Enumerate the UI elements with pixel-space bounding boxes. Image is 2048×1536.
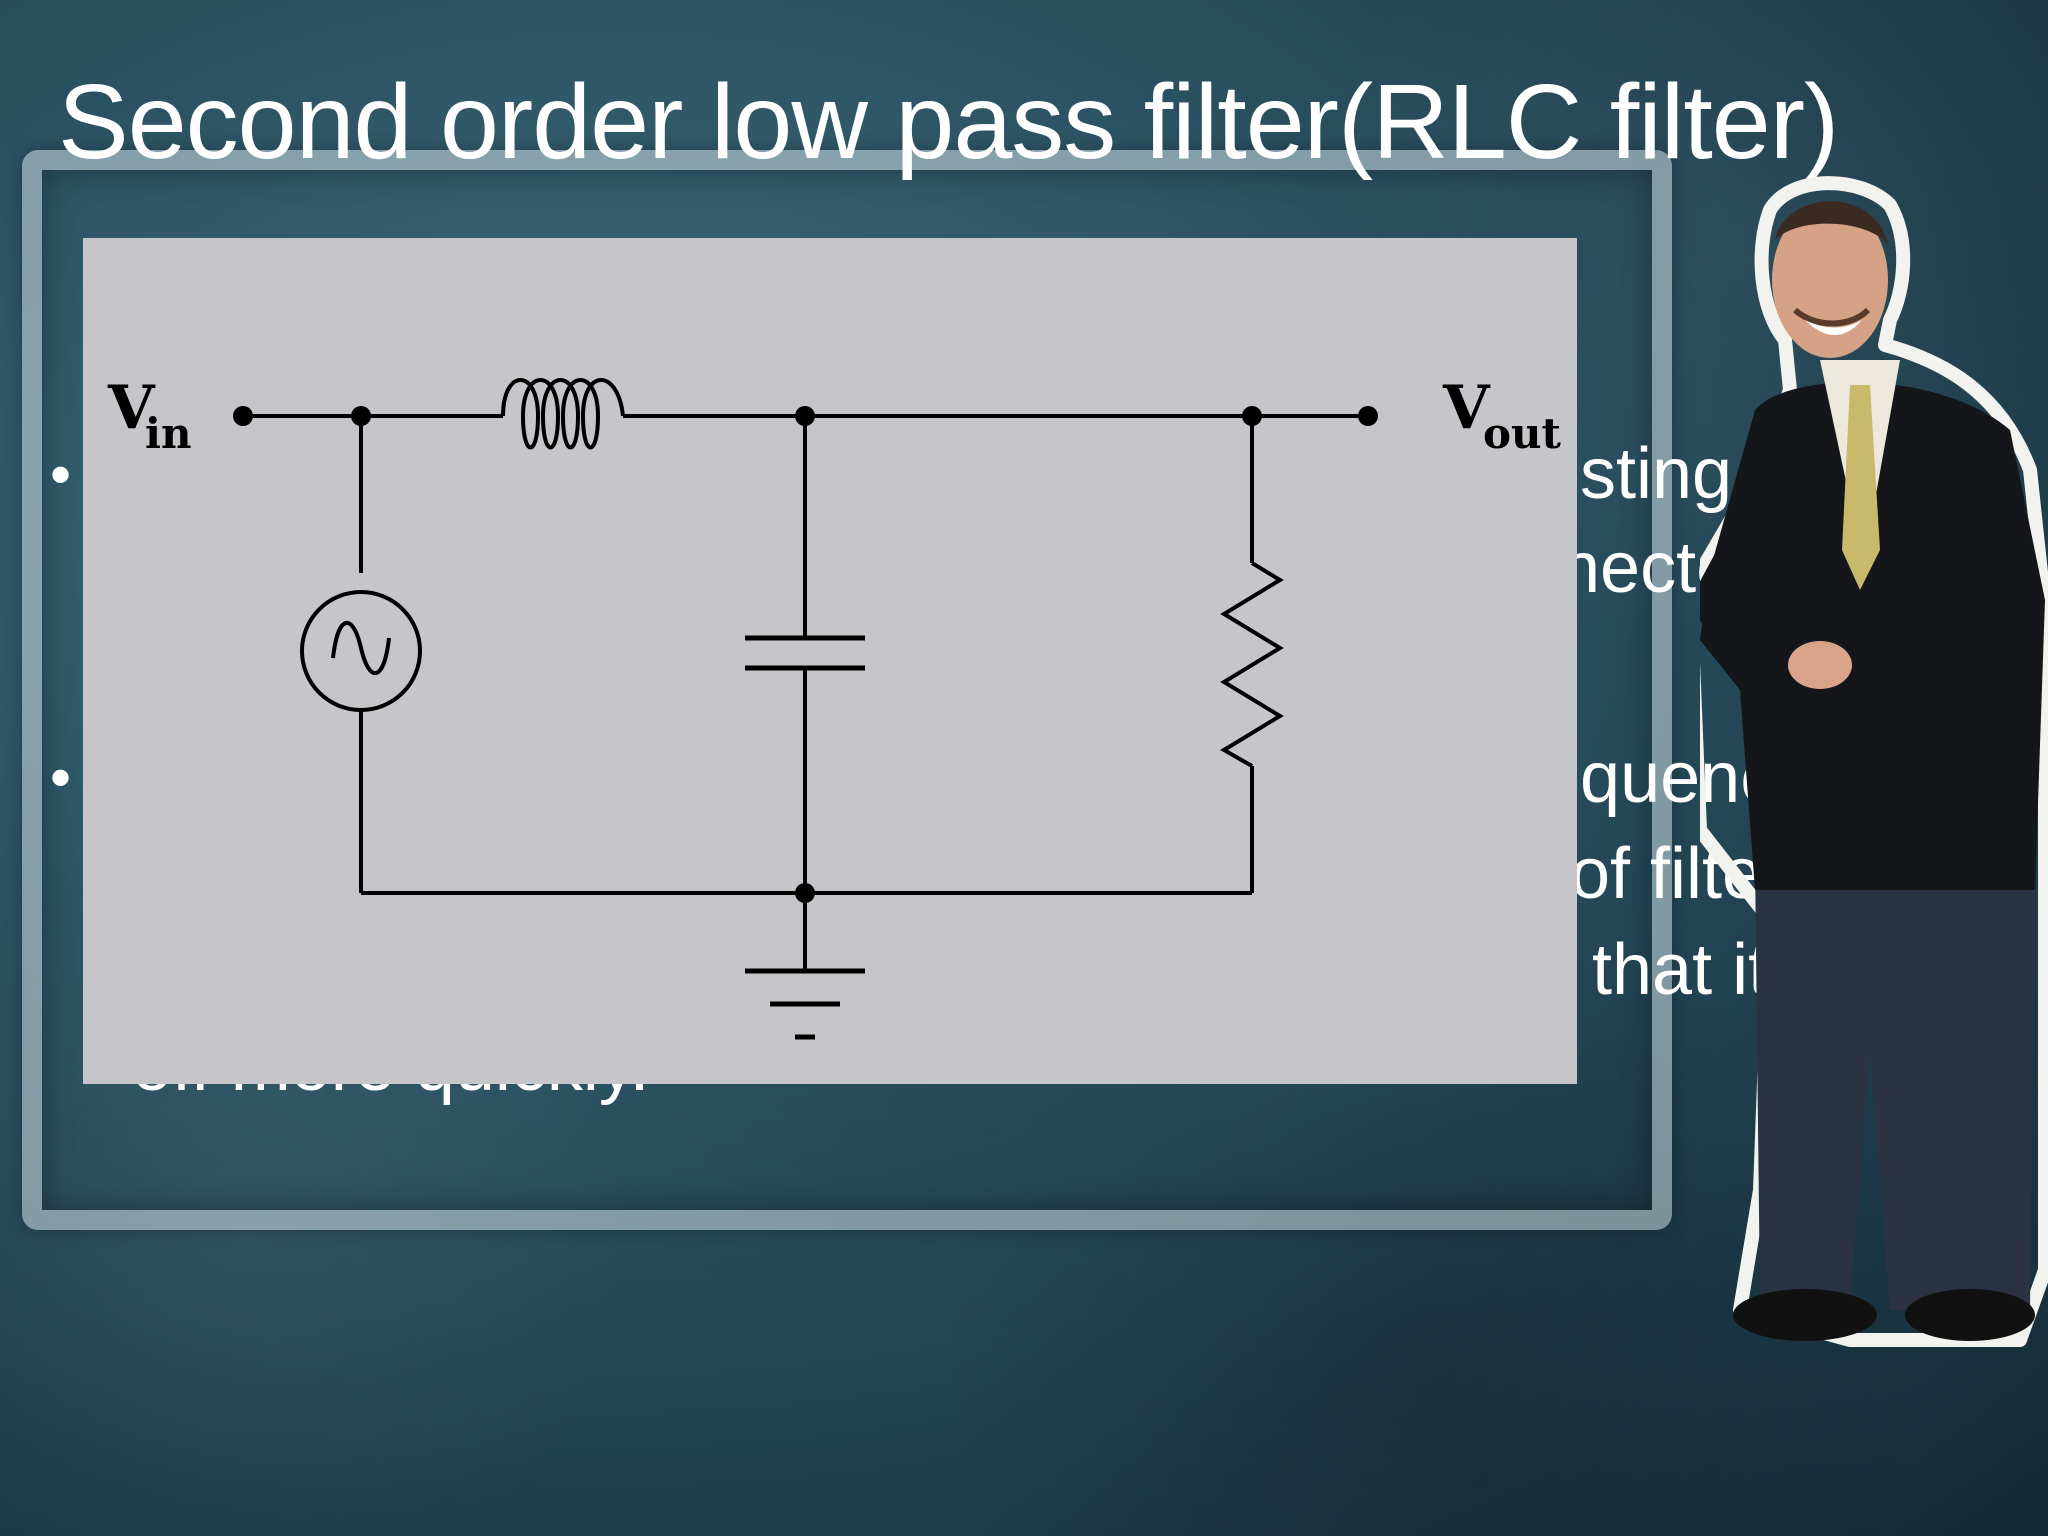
slide-title: Second order low pass filter(RLC filter)	[58, 63, 1839, 181]
vin-label: V	[107, 373, 156, 443]
chalkboard-frame	[22, 150, 1672, 1230]
node-2	[795, 406, 815, 426]
presenter-figure	[1700, 170, 2048, 1360]
vout-subscript: out	[1483, 409, 1562, 458]
node-1	[351, 406, 371, 426]
resistor-icon	[1220, 561, 1284, 768]
vout-label: V	[1442, 373, 1491, 443]
vin-subscript: in	[145, 409, 192, 458]
node-3	[1242, 406, 1262, 426]
node-ground	[795, 883, 815, 903]
vin-terminal	[233, 406, 253, 426]
rlc-circuit-diagram: V in V out	[83, 238, 1577, 1084]
vout-terminal	[1358, 406, 1378, 426]
sine-wave	[331, 621, 391, 675]
circuit-schematic: V in V out	[107, 373, 1562, 1040]
inductor-icon	[501, 378, 625, 450]
bullet-dot-2: •	[50, 744, 72, 811]
bullet-dot-1: •	[50, 441, 72, 508]
